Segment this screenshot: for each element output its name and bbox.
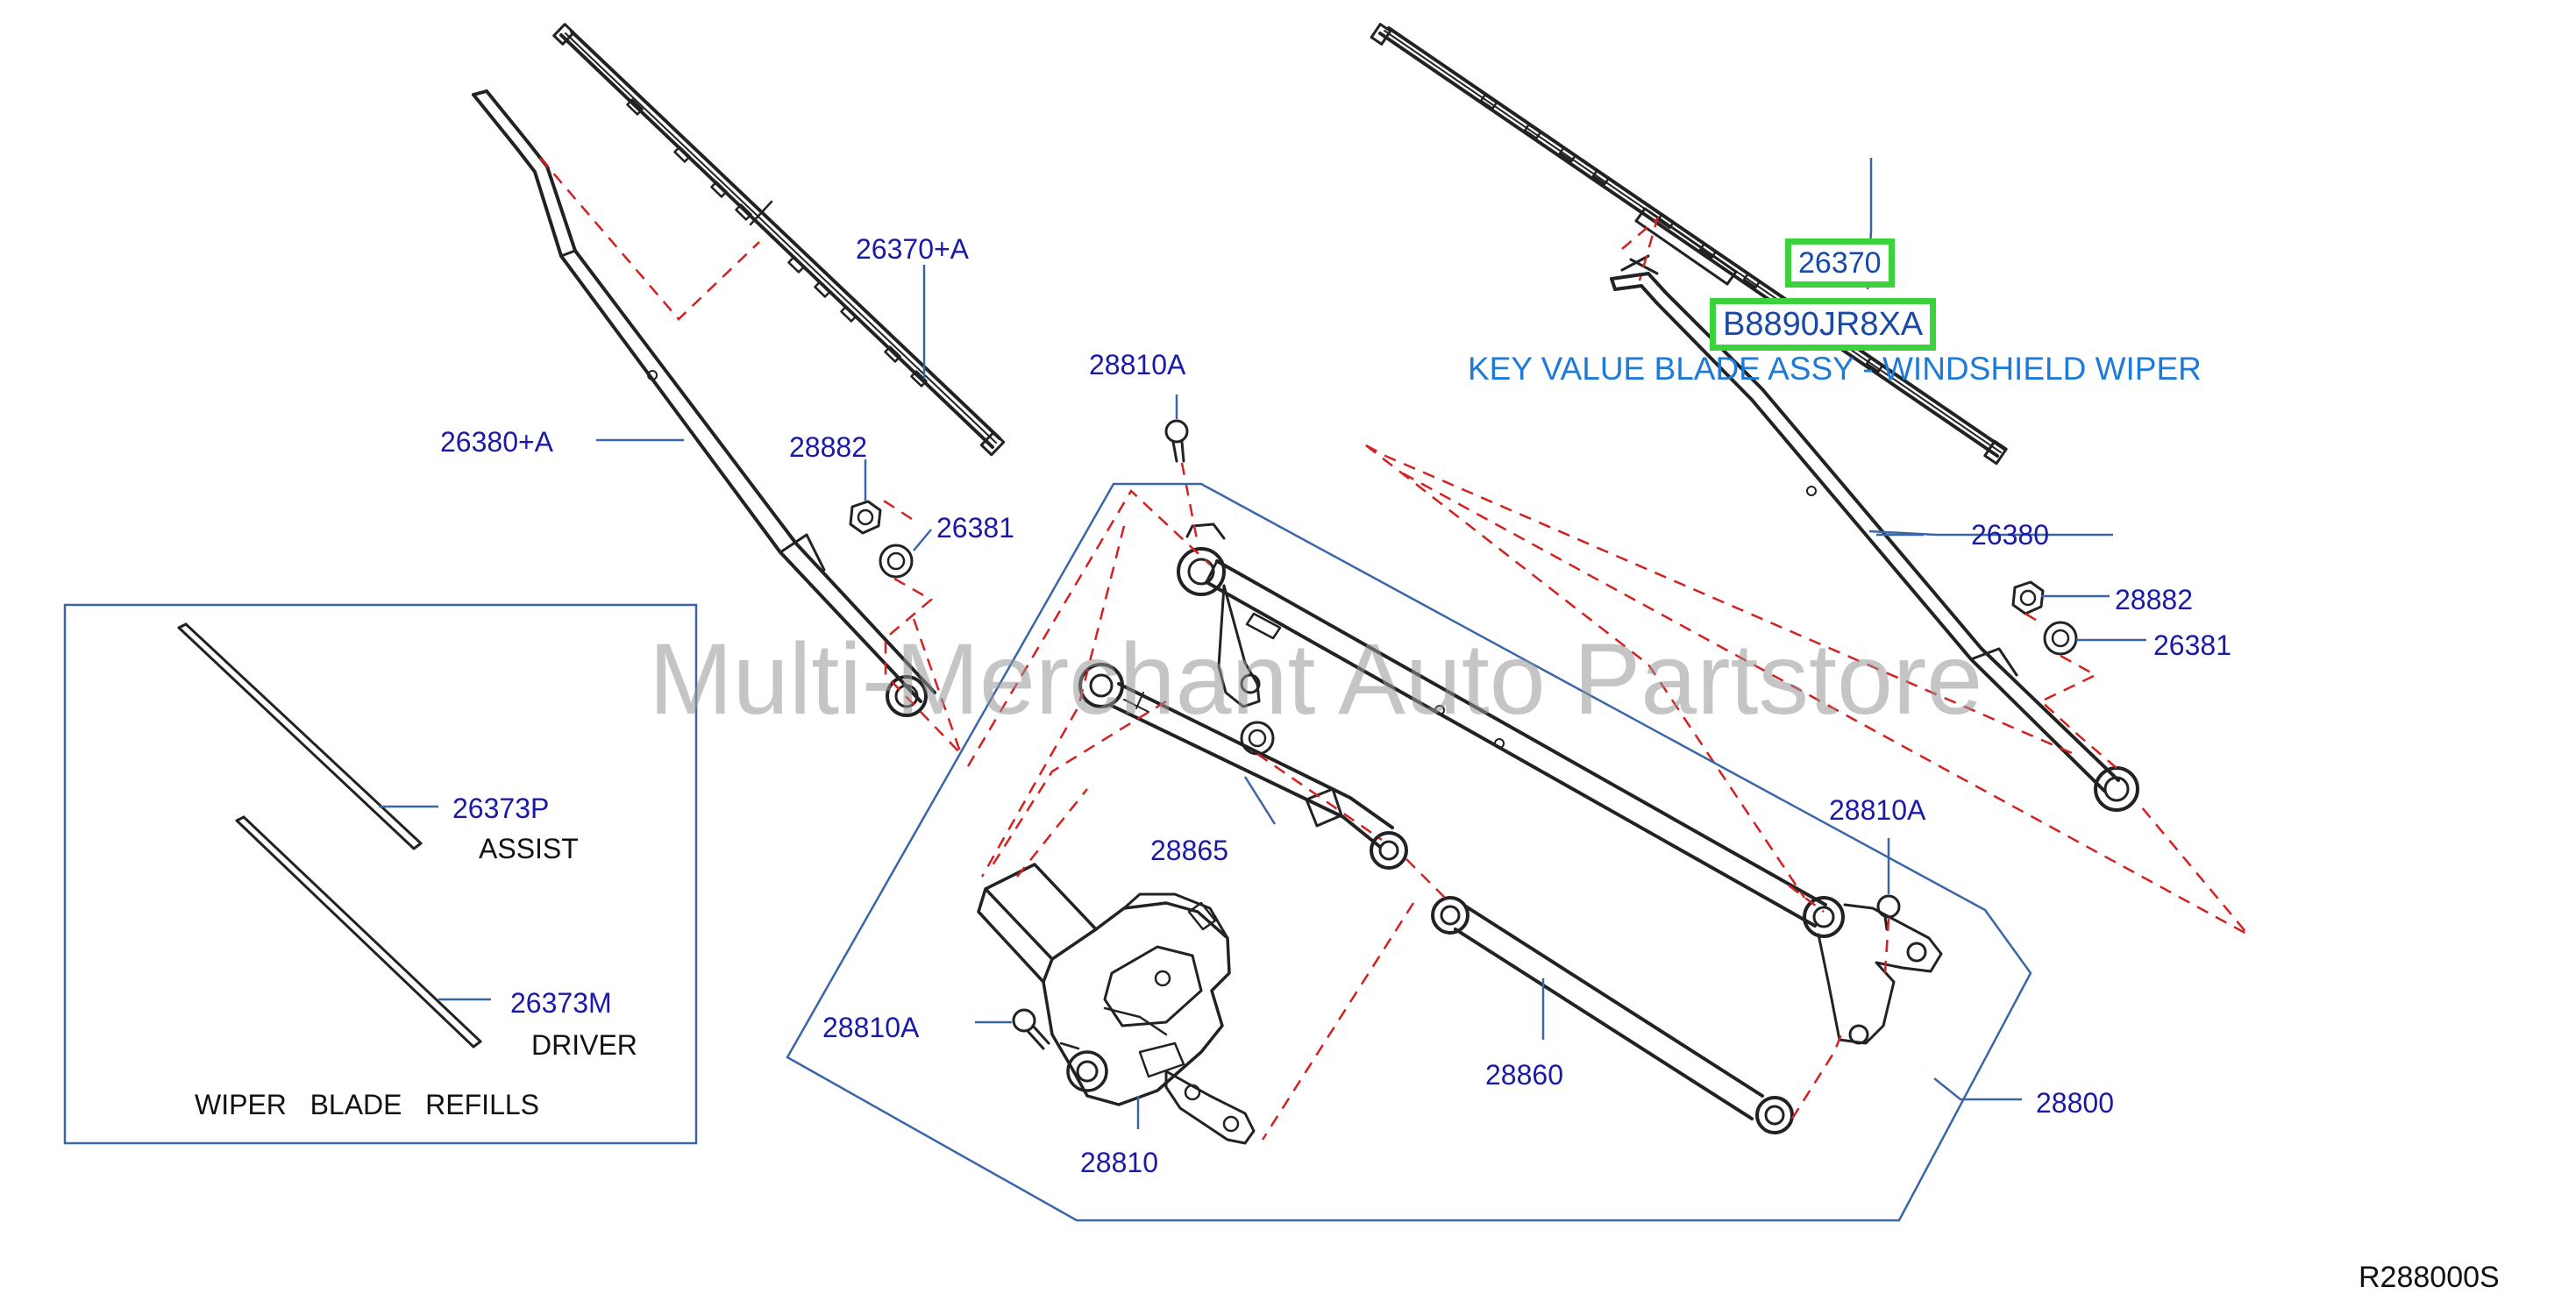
diagram-reference-code: R288000S xyxy=(2359,1261,2500,1294)
callout-28810a-left[interactable]: 28810A xyxy=(822,1012,920,1043)
left-wiper-blade xyxy=(552,23,1006,457)
callout-28800[interactable]: 28800 xyxy=(2036,1087,2114,1119)
refill-driver-part[interactable]: 26373M xyxy=(510,987,612,1019)
bolt-28810a-top xyxy=(1164,419,1189,463)
right-wiper-blade xyxy=(1370,23,2008,466)
callout-28882-right[interactable]: 28882 xyxy=(2115,584,2193,615)
callout-26381-right[interactable]: 26381 xyxy=(2153,629,2231,661)
callout-26381-left[interactable]: 26381 xyxy=(936,512,1014,544)
right-washer-26381 xyxy=(2043,621,2078,656)
callout-28810a-right[interactable]: 28810A xyxy=(1829,794,1926,826)
leader-lines xyxy=(379,158,2146,1129)
callout-28810a-top[interactable]: 28810A xyxy=(1089,349,1186,380)
link-rod-28865 xyxy=(1078,663,1408,870)
callout-28810[interactable]: 28810 xyxy=(1080,1147,1158,1178)
callout-26380[interactable]: 26380 xyxy=(1971,519,2049,551)
linkage-assembly-outline xyxy=(786,482,2032,1222)
callout-26370a[interactable]: 26370+A xyxy=(856,233,970,265)
callout-28865[interactable]: 28865 xyxy=(1150,835,1228,866)
refill-driver-label: DRIVER xyxy=(531,1029,637,1061)
left-wiper-arm xyxy=(472,89,936,717)
assembly-guides xyxy=(539,157,2249,1141)
right-nut-28882 xyxy=(2011,580,2045,615)
wiper-blade-refills-box xyxy=(63,603,698,1145)
refill-assist-label: ASSIST xyxy=(479,833,579,864)
left-washer-26381 xyxy=(879,544,914,579)
refill-assist-part[interactable]: 26373P xyxy=(452,793,550,824)
link-rod-28860 xyxy=(1431,896,1794,1134)
left-nut-28882 xyxy=(849,500,882,535)
bolt-28810a-left xyxy=(1012,1008,1050,1050)
part-description: KEY VALUE BLADE ASSY - WINDSHIELD WIPER xyxy=(1468,351,2202,387)
highlighted-oem-code[interactable]: B8890JR8XA xyxy=(1710,298,1937,351)
wiper-motor xyxy=(977,863,1256,1145)
watermark: Multi-Merchant Auto Partstore xyxy=(649,623,1983,736)
highlighted-part-number[interactable]: 26370 xyxy=(1785,238,1895,288)
refill-strips xyxy=(177,622,482,1049)
callout-28860[interactable]: 28860 xyxy=(1485,1059,1563,1091)
callout-28882-left[interactable]: 28882 xyxy=(789,431,867,463)
refills-box-title: WIPER BLADE REFILLS xyxy=(195,1089,539,1120)
main-linkage-bar xyxy=(1177,523,1943,1045)
callout-26380a[interactable]: 26380+A xyxy=(440,426,554,458)
